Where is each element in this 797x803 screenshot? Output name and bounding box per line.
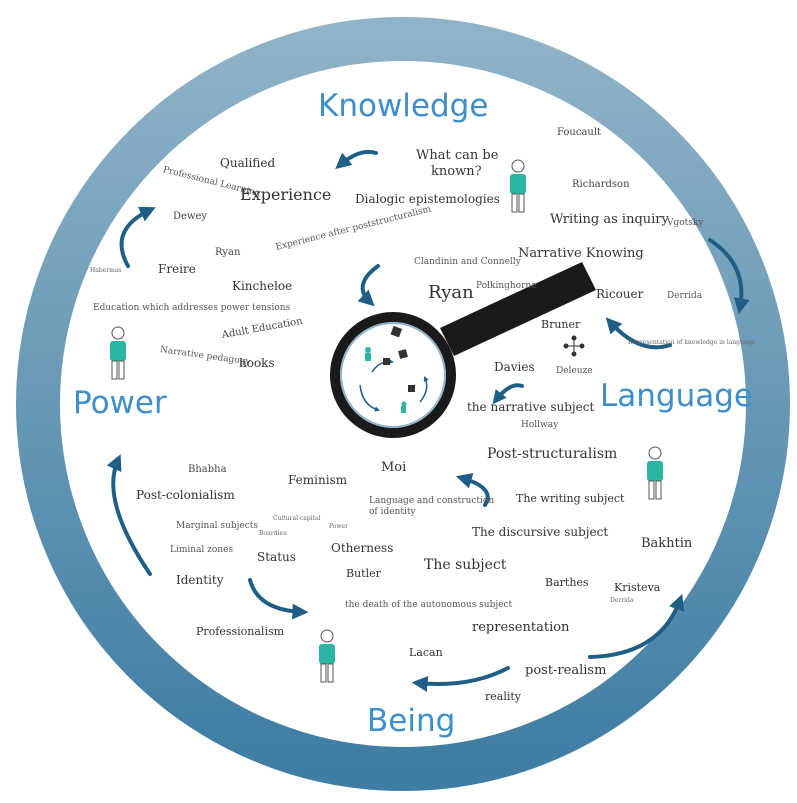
term: the narrative subject: [467, 400, 595, 414]
term: known?: [431, 164, 482, 179]
term: Professionalism: [196, 625, 285, 638]
term: post-realism: [525, 663, 607, 678]
curved-arrow-icon: [248, 578, 309, 620]
term: representation: [472, 620, 570, 635]
term: Bourdieu: [259, 530, 287, 537]
term: Vgotsky: [667, 218, 704, 228]
curved-arrow-icon: [411, 666, 510, 692]
term: Kristeva: [614, 581, 661, 594]
curved-arrow-icon: [119, 206, 156, 268]
term: The discursive subject: [472, 525, 609, 539]
person-figure-icon: [647, 446, 663, 500]
term: Freire: [158, 262, 196, 276]
term: Clandinin and Connelly: [414, 257, 521, 267]
term: Post-colonialism: [136, 488, 235, 502]
term: Foucault: [557, 127, 602, 138]
section-title-language: Language: [600, 378, 753, 414]
curved-arrow-icon: [106, 454, 152, 576]
section-title-power: Power: [73, 385, 167, 421]
term: Otherness: [331, 541, 394, 555]
curved-arrow-icon: [357, 264, 380, 307]
term: The writing subject: [516, 492, 625, 505]
term: Kincheloe: [232, 279, 293, 293]
curved-arrow-icon: [455, 473, 490, 507]
term: hooks: [239, 356, 275, 370]
curved-arrow-icon: [492, 383, 524, 405]
curved-arrow-icon: [335, 149, 378, 170]
term: Education which addresses power tensions: [93, 303, 291, 313]
term: of identity: [369, 507, 416, 517]
term: Moi: [381, 460, 407, 475]
term: Polkinghorne: [476, 281, 537, 291]
term: Deleuze: [556, 366, 593, 376]
person-figure-icon: [510, 159, 526, 213]
term: Feminism: [288, 473, 348, 487]
magnifying-glass-icon: [330, 262, 596, 438]
term: Butler: [346, 567, 381, 580]
term: Representation of knowledge in language: [628, 339, 755, 346]
curved-arrow-icon: [708, 238, 750, 315]
term: Cultural capital: [273, 515, 321, 522]
term: What can be: [416, 148, 499, 163]
section-title-being: Being: [367, 703, 456, 739]
term: Derrida: [667, 291, 703, 301]
term: Ryan: [428, 282, 474, 303]
term: Dialogic epistemologies: [355, 192, 500, 206]
term: Experience: [240, 185, 332, 204]
term: Qualified: [220, 156, 276, 170]
curved-arrow-icon: [605, 317, 672, 350]
term: Ricouer: [596, 287, 644, 301]
term: Bruner: [541, 318, 581, 331]
term: The subject: [424, 557, 507, 573]
term: Identity: [176, 573, 224, 587]
term: Bhabha: [188, 464, 227, 475]
term: Marginal subjects: [176, 521, 258, 531]
term: the death of the autonomous subject: [345, 600, 513, 610]
term: Richardson: [572, 179, 630, 190]
term: Narrative Knowing: [518, 246, 644, 261]
term: Barthes: [545, 576, 589, 589]
person-figure-icon: [110, 326, 126, 380]
term: Power: [329, 523, 348, 530]
network-icon: [563, 335, 585, 357]
person-figure-icon: [319, 629, 335, 683]
term: Liminal zones: [170, 545, 234, 555]
term: Hollway: [521, 420, 559, 430]
term: Lacan: [409, 646, 443, 659]
term: Language and construction: [369, 496, 495, 506]
section-title-knowledge: Knowledge: [318, 88, 489, 124]
term: Bakhtin: [641, 536, 693, 551]
term: Status: [257, 550, 296, 564]
term: Derrida: [610, 597, 634, 604]
term: Writing as inquiry: [550, 212, 669, 227]
term: Dewey: [173, 211, 208, 222]
term: Ryan: [215, 247, 241, 258]
term: Post-structuralism: [487, 446, 618, 462]
term: Davies: [494, 360, 535, 374]
curved-arrow-icon: [588, 593, 685, 659]
term: Habermas: [90, 267, 122, 274]
term: reality: [485, 690, 521, 703]
